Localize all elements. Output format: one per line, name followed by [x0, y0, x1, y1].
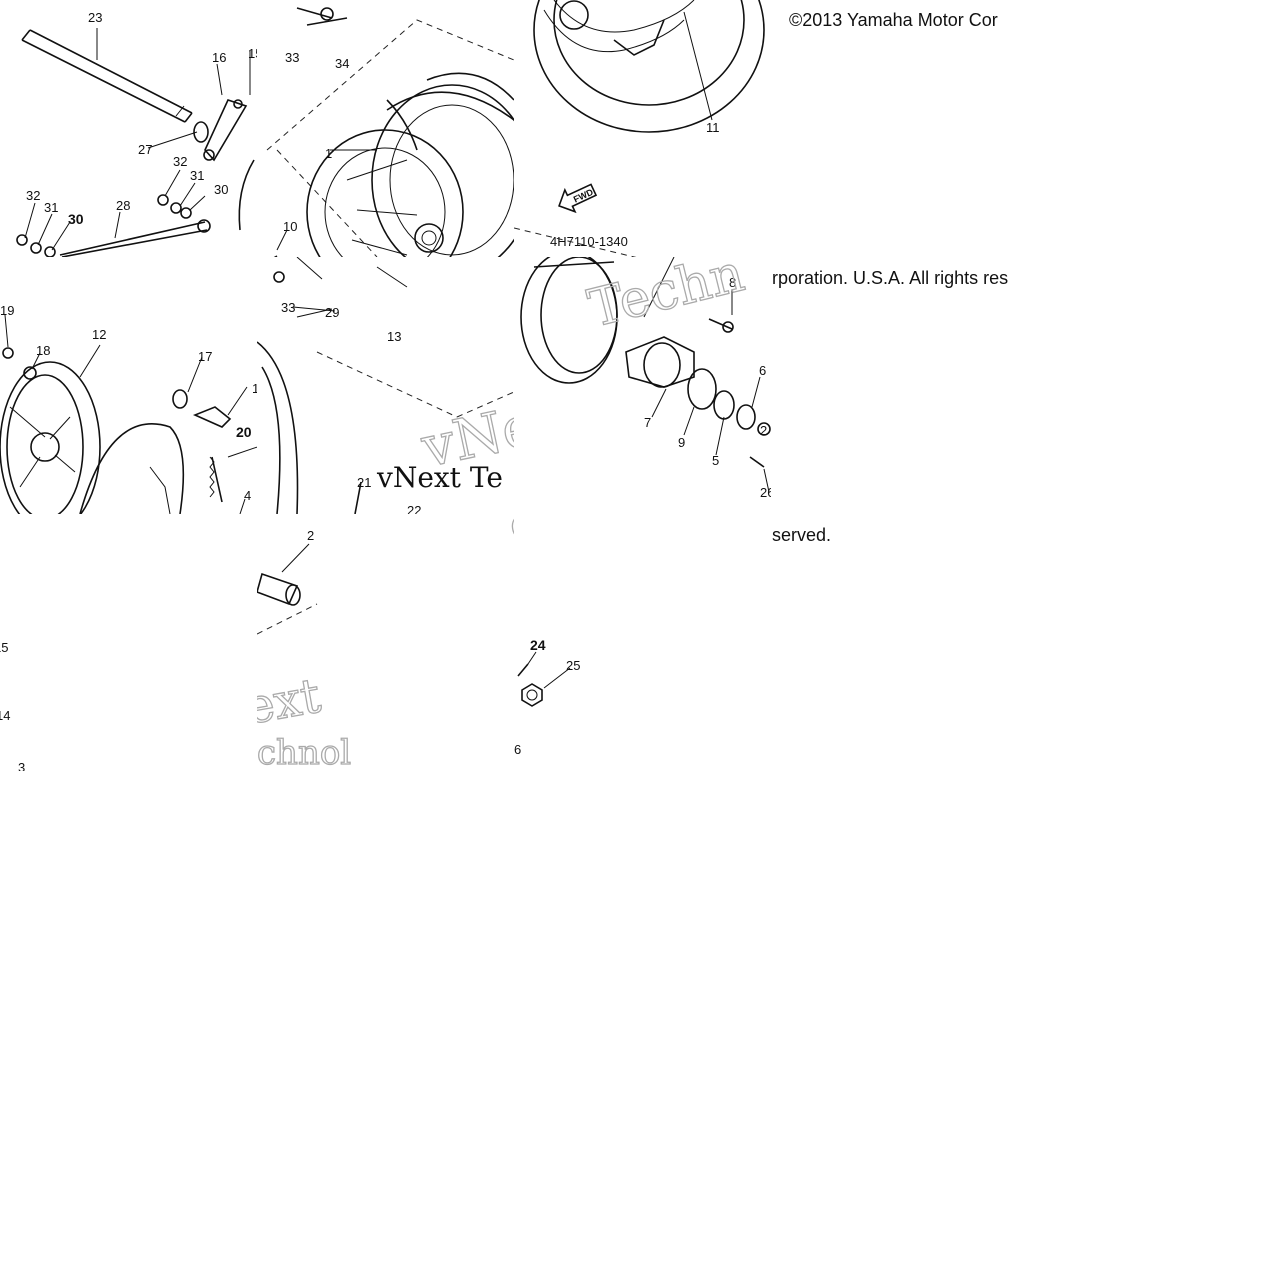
callout-6: 6 — [759, 363, 766, 378]
callout-13: 13 — [387, 329, 401, 344]
callout-14: 14 — [0, 708, 10, 723]
hub-and-bearing-drawing: 8 7 9 5 6 2 26 Techn — [520, 257, 771, 500]
callout-18: 18 — [36, 343, 50, 358]
axle-and-rod-drawing: 23 16 15 27 32 31 30 32 31 30 28 — [16, 10, 257, 257]
callout-32b: 32 — [26, 188, 40, 203]
callout-12: 12 — [92, 327, 106, 342]
callout-21: 21 — [357, 475, 371, 490]
callout-23: 23 — [88, 10, 102, 25]
watermark-left-a: ext — [257, 668, 325, 736]
watermark-center-c: olo — [506, 514, 514, 551]
callout-17: 17 — [198, 349, 212, 364]
callout-11: 11 — [706, 120, 720, 135]
callout-7: 7 — [644, 415, 651, 430]
callout-33b: 33 — [281, 300, 295, 315]
diagram-tile-top-left: 23 16 15 27 32 31 30 32 31 30 28 — [0, 0, 257, 257]
diagram-tile-bottom-mid: 2 ext chnol olo — [257, 514, 514, 771]
callout-1: 1 — [325, 146, 332, 161]
diagram-tile-bottom-left: 15 14 3 — [0, 514, 257, 771]
callout-5: 5 — [712, 453, 719, 468]
brake-shoe-drawing: 19 18 12 17 1 20 4 — [0, 303, 257, 514]
copyright-line-2: rporation. U.S.A. All rights res — [772, 268, 1009, 288]
callout-33a: 33 — [285, 50, 299, 65]
callout-4: 4 — [244, 488, 251, 503]
diagram-tile-mid-left: 19 18 12 17 1 20 4 — [0, 257, 257, 514]
callout-27: 27 — [138, 142, 152, 157]
copyright-line-3: served. — [772, 525, 832, 545]
callout-34: 34 — [335, 56, 349, 71]
part-code: 4H7110-1340 — [550, 234, 628, 249]
callout-9: 9 — [678, 435, 685, 450]
tire-and-sleeve-drawing: 33 29 13 21 22 vNext Te vNe — [257, 257, 514, 514]
brake-panel-drawing: 33 34 1 10 — [266, 7, 514, 257]
callout-19: 19 — [0, 303, 14, 318]
callout-24: 24 — [530, 637, 546, 653]
callout-31b: 31 — [44, 200, 58, 215]
callout-2: 2 — [760, 423, 767, 438]
callout-22: 22 — [407, 503, 421, 514]
bottom-left-drawing: 15 14 3 — [0, 640, 25, 771]
callout-8: 8 — [729, 275, 736, 290]
callout-32a: 32 — [173, 154, 187, 169]
callout-30a: 30 — [214, 182, 228, 197]
callout-2b: 2 — [307, 528, 314, 543]
callout-10: 10 — [283, 219, 297, 234]
axle-sleeve-drawing: 2 ext chnol olo — [257, 514, 514, 771]
callout-31a: 31 — [190, 168, 204, 183]
callout-6b: 6 — [514, 742, 521, 757]
diagram-tile-mid-right: 8 7 9 5 6 2 26 Techn — [514, 257, 771, 514]
callout-25: 25 — [566, 658, 580, 673]
callout-30b: 30 — [68, 211, 84, 227]
callout-15: 15 — [248, 46, 257, 61]
callout-1b: 1 — [252, 381, 257, 396]
copyright-line-1: ©2013 Yamaha Motor Cor — [789, 10, 998, 30]
diagram-tile-top-mid: 33 34 1 10 — [257, 0, 514, 257]
diagram-tile-top-right: 11 FWD 4H7110-1340 — [514, 0, 771, 257]
callout-16: 16 — [212, 50, 226, 65]
callout-20: 20 — [236, 424, 252, 440]
callout-29: 29 — [325, 305, 339, 320]
watermark-right: Techn — [583, 257, 750, 340]
diagram-tile-mid-mid: 33 29 13 21 22 vNext Te vNe — [257, 257, 514, 514]
rear-wheel-drawing: 11 FWD 4H7110-1340 — [514, 0, 765, 257]
callout-3: 3 — [18, 760, 25, 771]
fwd-arrow-icon: FWD — [558, 183, 598, 214]
watermark-center: vNext Te — [376, 461, 503, 494]
callout-26: 26 — [760, 485, 771, 500]
watermark-left-b: chnol — [257, 733, 351, 771]
callout-15b: 15 — [0, 640, 8, 655]
callout-28: 28 — [116, 198, 130, 213]
diagram-tile-bottom-right: 24 25 6 — [514, 514, 771, 771]
axle-nut-drawing: 24 25 6 — [514, 637, 580, 757]
